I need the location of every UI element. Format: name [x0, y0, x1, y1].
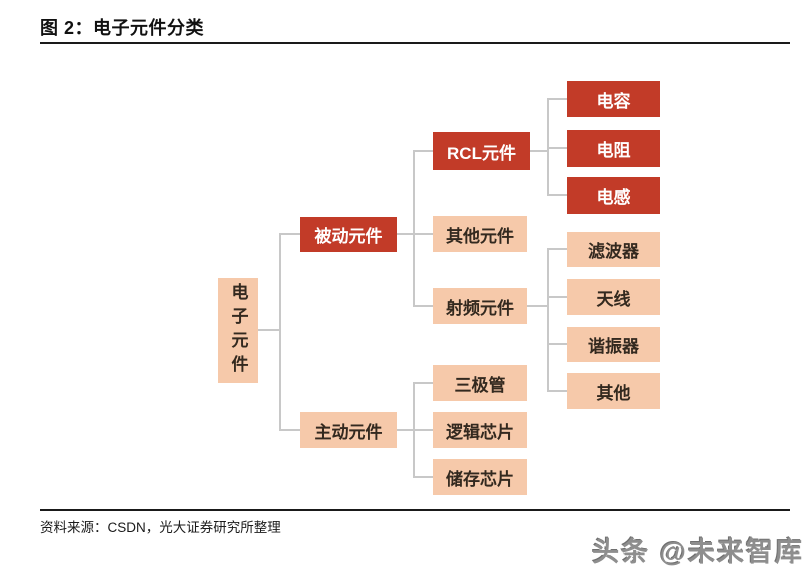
connector-line: [279, 233, 300, 235]
connector-line: [413, 150, 433, 152]
connector-line: [413, 429, 433, 431]
top-divider: [40, 42, 790, 44]
figure-title: 图 2：电子元件分类: [40, 18, 205, 38]
connector-line: [547, 248, 549, 392]
node-rcl-components: RCL元件: [433, 132, 530, 170]
connector-line: [547, 390, 567, 392]
connector-line: [413, 476, 433, 478]
connector-line: [527, 305, 549, 307]
connector-line: [397, 429, 415, 431]
node-transistor: 三极管: [433, 365, 527, 401]
watermark: 头条 @未来智库: [592, 537, 804, 567]
node-inductor: 电感: [567, 177, 660, 214]
node-active-components: 主动元件: [300, 412, 397, 448]
node-filter: 滤波器: [567, 232, 660, 267]
node-other-components: 其他元件: [433, 216, 527, 252]
node-passive-components: 被动元件: [300, 217, 397, 252]
bottom-divider: [40, 509, 790, 511]
connector-line: [530, 150, 549, 152]
connector-line: [547, 343, 567, 345]
connector-line: [279, 233, 281, 431]
node-capacitor: 电容: [567, 81, 660, 117]
node-root-electronic-components: 电子元件: [218, 278, 258, 383]
connector-line: [279, 429, 300, 431]
source-note: 资料来源：CSDN，光大证券研究所整理: [40, 520, 281, 535]
node-logic-chip: 逻辑芯片: [433, 412, 527, 448]
connector-line: [547, 194, 567, 196]
connector-line: [547, 296, 567, 298]
node-rf-components: 射频元件: [433, 288, 527, 324]
connector-line: [413, 382, 433, 384]
connector-line: [413, 150, 415, 307]
connector-line: [547, 248, 567, 250]
node-other: 其他: [567, 373, 660, 409]
connector-line: [547, 147, 567, 149]
connector-line: [397, 233, 415, 235]
node-resonator: 谐振器: [567, 327, 660, 362]
connector-line: [258, 329, 281, 331]
node-memory-chip: 储存芯片: [433, 459, 527, 495]
node-resistor: 电阻: [567, 130, 660, 167]
connector-line: [547, 98, 567, 100]
connector-line: [413, 305, 433, 307]
node-antenna: 天线: [567, 279, 660, 315]
connector-line: [413, 233, 433, 235]
